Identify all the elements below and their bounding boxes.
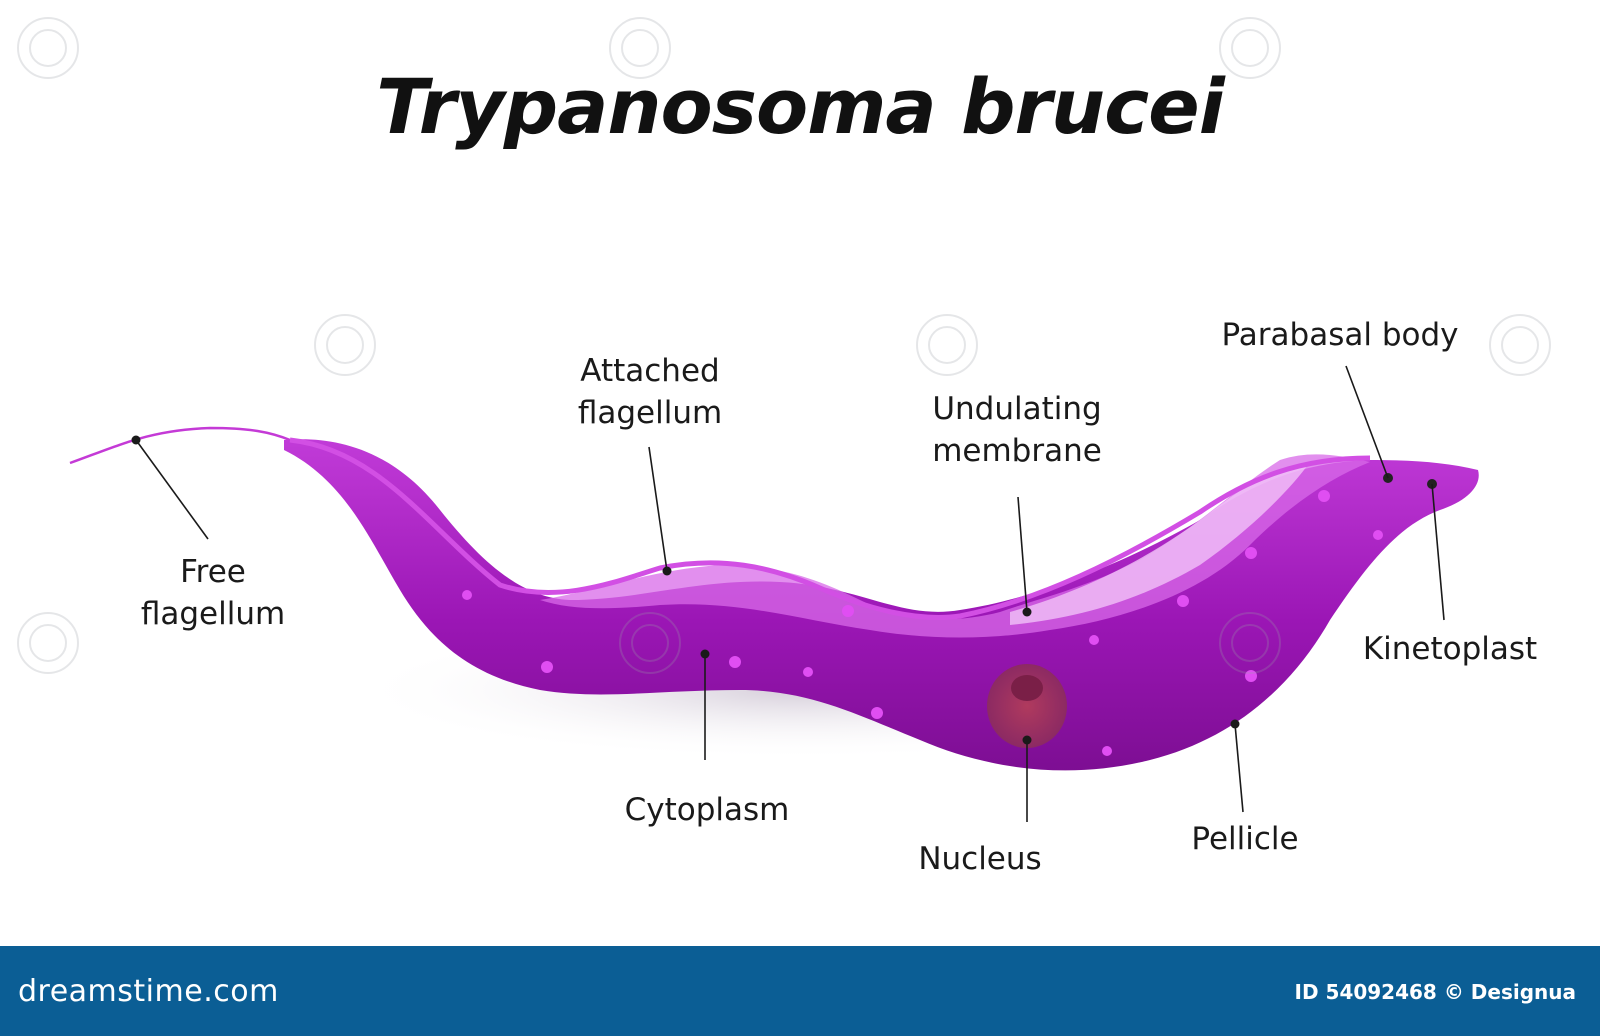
cytoplasm-granules — [462, 490, 1383, 756]
nucleolus-shape — [1011, 675, 1043, 701]
label-free-flagellum-line2: flagellum — [140, 596, 286, 632]
footer-credit: ID 54092468 © Designua — [1294, 980, 1576, 1004]
footer-bar: dreamstime.com ID 54092468 © Designua — [0, 946, 1600, 1036]
undulating-membrane-shape — [540, 454, 1370, 638]
label-attached-flagellum-line2: flagellum — [577, 395, 723, 431]
label-attached-flagellum: Attached flagellum — [560, 350, 740, 434]
label-free-flagellum: Free flagellum — [128, 551, 298, 635]
label-pellicle: Pellicle — [1191, 821, 1299, 857]
diagram-title: Trypanosoma brucei — [376, 62, 1225, 151]
label-undulating-membrane: Undulating membrane — [912, 388, 1122, 472]
cell-body-shape — [284, 439, 1479, 771]
leader-lines — [131, 365, 1445, 822]
label-parabasal-body: Parabasal body — [1221, 317, 1459, 353]
watermark-marks — [17, 17, 1551, 674]
free-flagellum-shape — [69, 426, 291, 465]
footer-brand[interactable]: dreamstime.com — [18, 974, 279, 1009]
label-undulating-membrane-line2: membrane — [932, 433, 1102, 469]
label-undulating-membrane-line1: Undulating — [932, 391, 1102, 427]
label-cytoplasm: Cytoplasm — [624, 792, 790, 828]
label-attached-flagellum-line1: Attached — [580, 353, 720, 389]
label-kinetoplast: Kinetoplast — [1362, 631, 1538, 667]
trypanosoma-illustration — [17, 17, 1551, 822]
label-free-flagellum-line1: Free — [180, 554, 246, 590]
label-nucleus: Nucleus — [918, 841, 1042, 877]
nucleus-shape — [987, 664, 1067, 748]
membrane-highlight — [1010, 462, 1310, 625]
attached-flagellum-shape — [289, 437, 1371, 621]
